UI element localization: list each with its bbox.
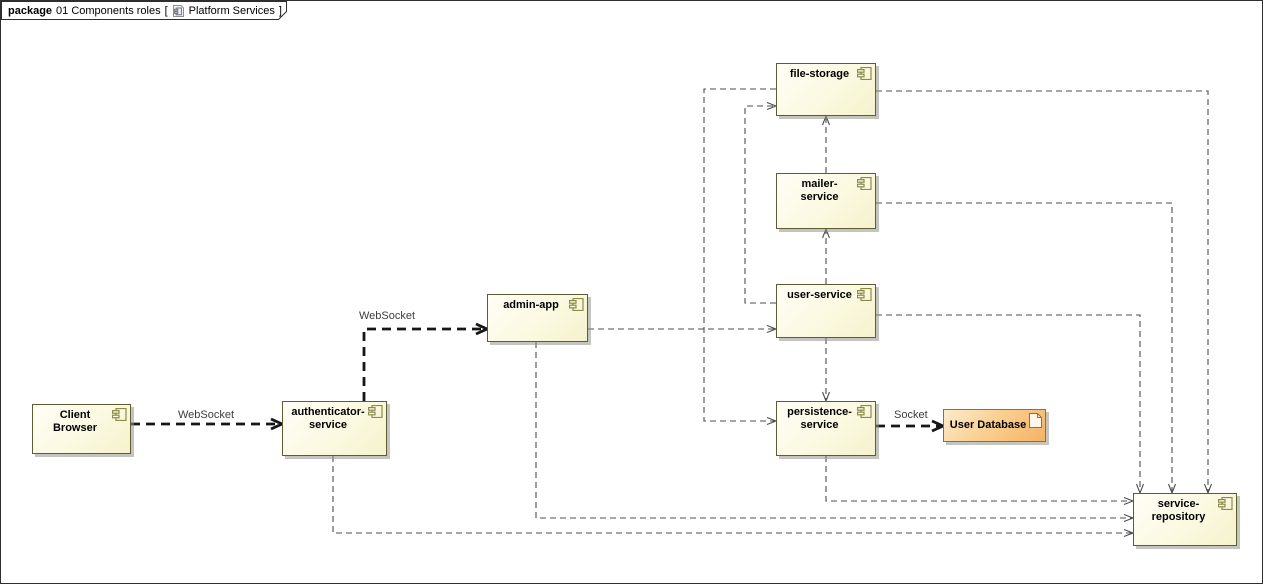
node-label: mailer- service [800,178,839,203]
edge-auth-to-repository[interactable] [332,456,1135,538]
edge-user-to-filestorage[interactable] [744,101,778,304]
package-diagram-icon [172,4,184,17]
node-label: file-storage [789,68,850,80]
edge-filestorage-to-persistence[interactable] [703,88,778,426]
edge-mailer-to-filestorage[interactable] [821,114,831,173]
diagram-name: 01 Components roles [56,4,161,17]
component-icon [1218,497,1233,510]
edge-user-to-persistence[interactable] [821,338,831,403]
edge-user-to-mailer[interactable] [821,227,831,284]
diagram-title-tab[interactable]: package 01 Components roles [ Platform S… [1,1,293,21]
component-client-browser[interactable]: Client Browser [32,404,131,454]
component-service-repository[interactable]: service- repository [1133,493,1237,546]
component-user-service[interactable]: user-service [776,284,876,338]
component-icon [569,298,584,311]
diagram-kind-label: package [8,4,53,17]
edge-ws-auth-admin[interactable] [362,322,491,401]
node-label: Client Browser [52,409,98,434]
component-admin-app[interactable]: admin-app [487,294,588,342]
bracket-open: [ [164,4,168,17]
node-label: authenticator- service [291,406,365,431]
tab-shape [1,1,287,20]
edge-label-ws-auth-admin: WebSocket [359,310,416,322]
edge-socket-persistence-db[interactable] [876,419,947,433]
edge-mailer-to-repository[interactable] [876,202,1177,495]
component-icon [857,405,872,418]
edge-user-to-repository[interactable] [876,314,1145,495]
node-label: User Database [949,419,1027,431]
bracket-close: ] [278,4,282,17]
node-label: user-service [787,289,852,301]
component-persistence-service[interactable]: persistence- service [776,401,876,456]
node-label: service- repository [1151,498,1206,523]
component-authenticator-service[interactable]: authenticator- service [282,401,387,456]
component-file-storage[interactable]: file-storage [776,63,876,116]
component-icon [857,177,872,190]
edge-persistence-to-repository[interactable] [825,456,1135,506]
component-icon [857,288,872,301]
artifact-user-database[interactable]: User Database [943,409,1046,442]
component-icon [857,67,872,80]
node-label: persistence- service [787,406,852,431]
edge-admin-to-user[interactable] [588,324,778,334]
edge-label-socket-persistence-db: Socket [894,409,928,421]
component-icon [112,408,127,421]
edge-label-ws-client-auth: WebSocket [178,409,235,421]
artifact-icon [1029,413,1042,428]
diagram-context-name: Platform Services [188,4,275,17]
node-label: admin-app [503,299,559,311]
component-icon [368,405,383,418]
component-mailer-service[interactable]: mailer- service [776,173,876,229]
